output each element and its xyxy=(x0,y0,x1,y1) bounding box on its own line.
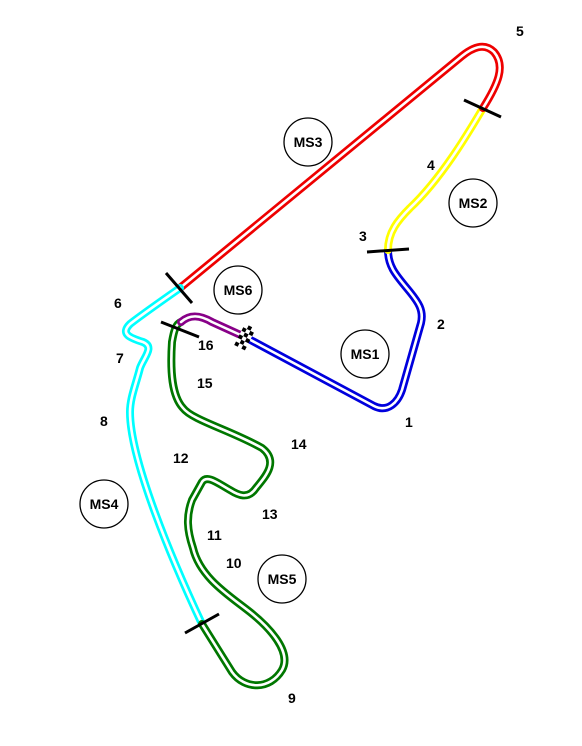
sector-marker-ms1: MS1 xyxy=(340,329,390,379)
turn-label-3: 3 xyxy=(359,228,367,244)
turn-labels: 1 2 3 4 5 6 7 8 9 10 11 12 13 14 15 16 xyxy=(100,23,524,706)
sector-label-ms6: MS6 xyxy=(224,282,253,298)
track-segment-ms6 xyxy=(177,312,249,341)
start-finish-flag xyxy=(234,323,256,351)
turn-label-15: 15 xyxy=(197,375,213,391)
divider-ms1-ms2 xyxy=(366,247,410,254)
turn-label-14: 14 xyxy=(291,436,307,452)
track-segment-ms2 xyxy=(384,104,487,254)
sector-dividers xyxy=(160,98,502,635)
turn-label-4: 4 xyxy=(427,157,435,173)
track-segments xyxy=(122,42,504,690)
track-segment-ms5 xyxy=(167,318,289,690)
sector-marker-ms3: MS3 xyxy=(283,117,333,167)
track-segment-ms4 xyxy=(122,284,206,628)
sector-marker-ms5: MS5 xyxy=(257,554,307,604)
divider-ms2-ms3 xyxy=(463,98,502,119)
divider-ms5-ms6 xyxy=(160,320,200,339)
sector-label-ms1: MS1 xyxy=(351,346,380,362)
sector-marker-ms4: MS4 xyxy=(79,479,129,529)
sector-label-ms5: MS5 xyxy=(268,571,297,587)
sector-label-ms2: MS2 xyxy=(459,195,488,211)
turn-label-9: 9 xyxy=(288,690,296,706)
divider-ms4-ms5 xyxy=(184,612,220,635)
sector-markers: MS1 MS2 MS3 MS4 MS5 MS6 xyxy=(79,117,498,604)
turn-label-10: 10 xyxy=(226,555,242,571)
sector-marker-ms6: MS6 xyxy=(213,265,263,315)
sector-label-ms4: MS4 xyxy=(90,496,119,512)
divider-ms3-ms4 xyxy=(164,272,194,304)
turn-label-5: 5 xyxy=(516,23,524,39)
turn-label-7: 7 xyxy=(116,350,124,366)
track-segment-ms1 xyxy=(241,246,426,413)
turn-label-16: 16 xyxy=(198,337,214,353)
track-segment-ms3 xyxy=(176,42,504,292)
turn-label-2: 2 xyxy=(437,316,445,332)
turn-label-6: 6 xyxy=(114,295,122,311)
turn-label-13: 13 xyxy=(262,506,278,522)
turn-label-11: 11 xyxy=(207,527,222,543)
turn-label-12: 12 xyxy=(173,450,189,466)
sector-marker-ms2: MS2 xyxy=(448,178,498,228)
turn-label-8: 8 xyxy=(100,413,108,429)
turn-label-1: 1 xyxy=(405,414,413,430)
sector-label-ms3: MS3 xyxy=(294,134,323,150)
